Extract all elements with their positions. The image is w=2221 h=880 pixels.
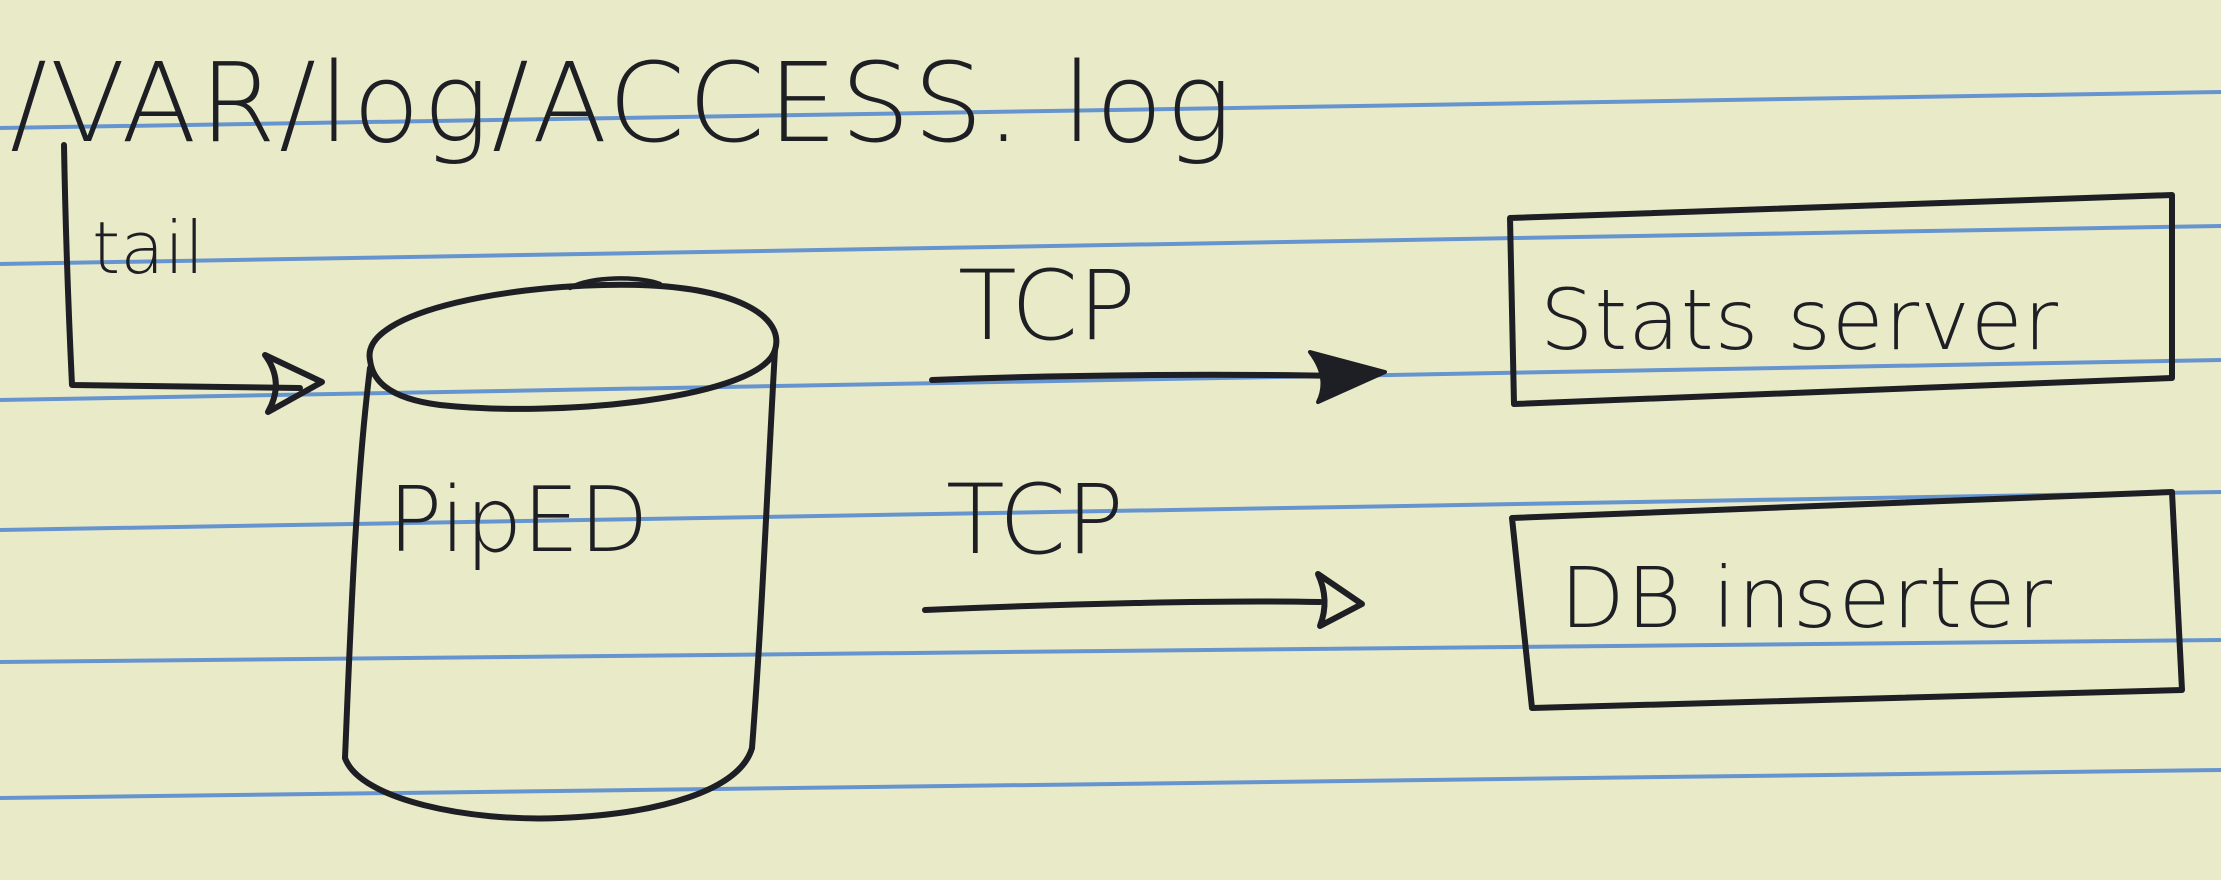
cylinder-top xyxy=(366,281,780,412)
cylinder-bottom xyxy=(342,745,755,822)
tcp-arrow-top-line xyxy=(929,371,1338,383)
ruled-line xyxy=(0,768,2221,800)
db-inserter-label: DB inserter xyxy=(1560,549,2055,647)
ruled-line xyxy=(0,358,2221,402)
ruled-line xyxy=(0,638,2221,664)
cylinder-lid-stroke xyxy=(567,276,663,291)
tail-arrowhead-icon xyxy=(262,352,325,415)
ruled-lines xyxy=(0,90,2221,800)
tcp-arrow-bottom-head-icon xyxy=(1315,571,1365,629)
tail-connector-line xyxy=(61,142,303,391)
tail-connector xyxy=(61,142,325,415)
stats-server-box xyxy=(1507,192,2175,407)
tcp-arrow-bottom xyxy=(922,571,1365,629)
cylinder-left-wall xyxy=(342,365,373,761)
db-inserter-box xyxy=(1509,489,2185,711)
tcp-arrow-top-head-icon xyxy=(1308,350,1387,404)
tcp-label-bottom: TCP xyxy=(946,464,1124,576)
log-file-path: /VAR/log/ACCESS. log xyxy=(10,39,1235,167)
tail-label: tail xyxy=(92,206,205,290)
tcp-arrow-bottom-line xyxy=(922,598,1323,613)
ruled-line xyxy=(0,224,2221,266)
piped-cylinder xyxy=(342,276,780,822)
ruled-line xyxy=(0,490,2221,532)
stats-server-label: Stats server xyxy=(1540,271,2060,369)
piped-label: PipED xyxy=(388,468,649,573)
cylinder-right-wall xyxy=(749,347,778,751)
tcp-label-top: TCP xyxy=(958,250,1136,362)
ruled-line xyxy=(0,90,2221,130)
tcp-arrow-top xyxy=(929,350,1387,404)
